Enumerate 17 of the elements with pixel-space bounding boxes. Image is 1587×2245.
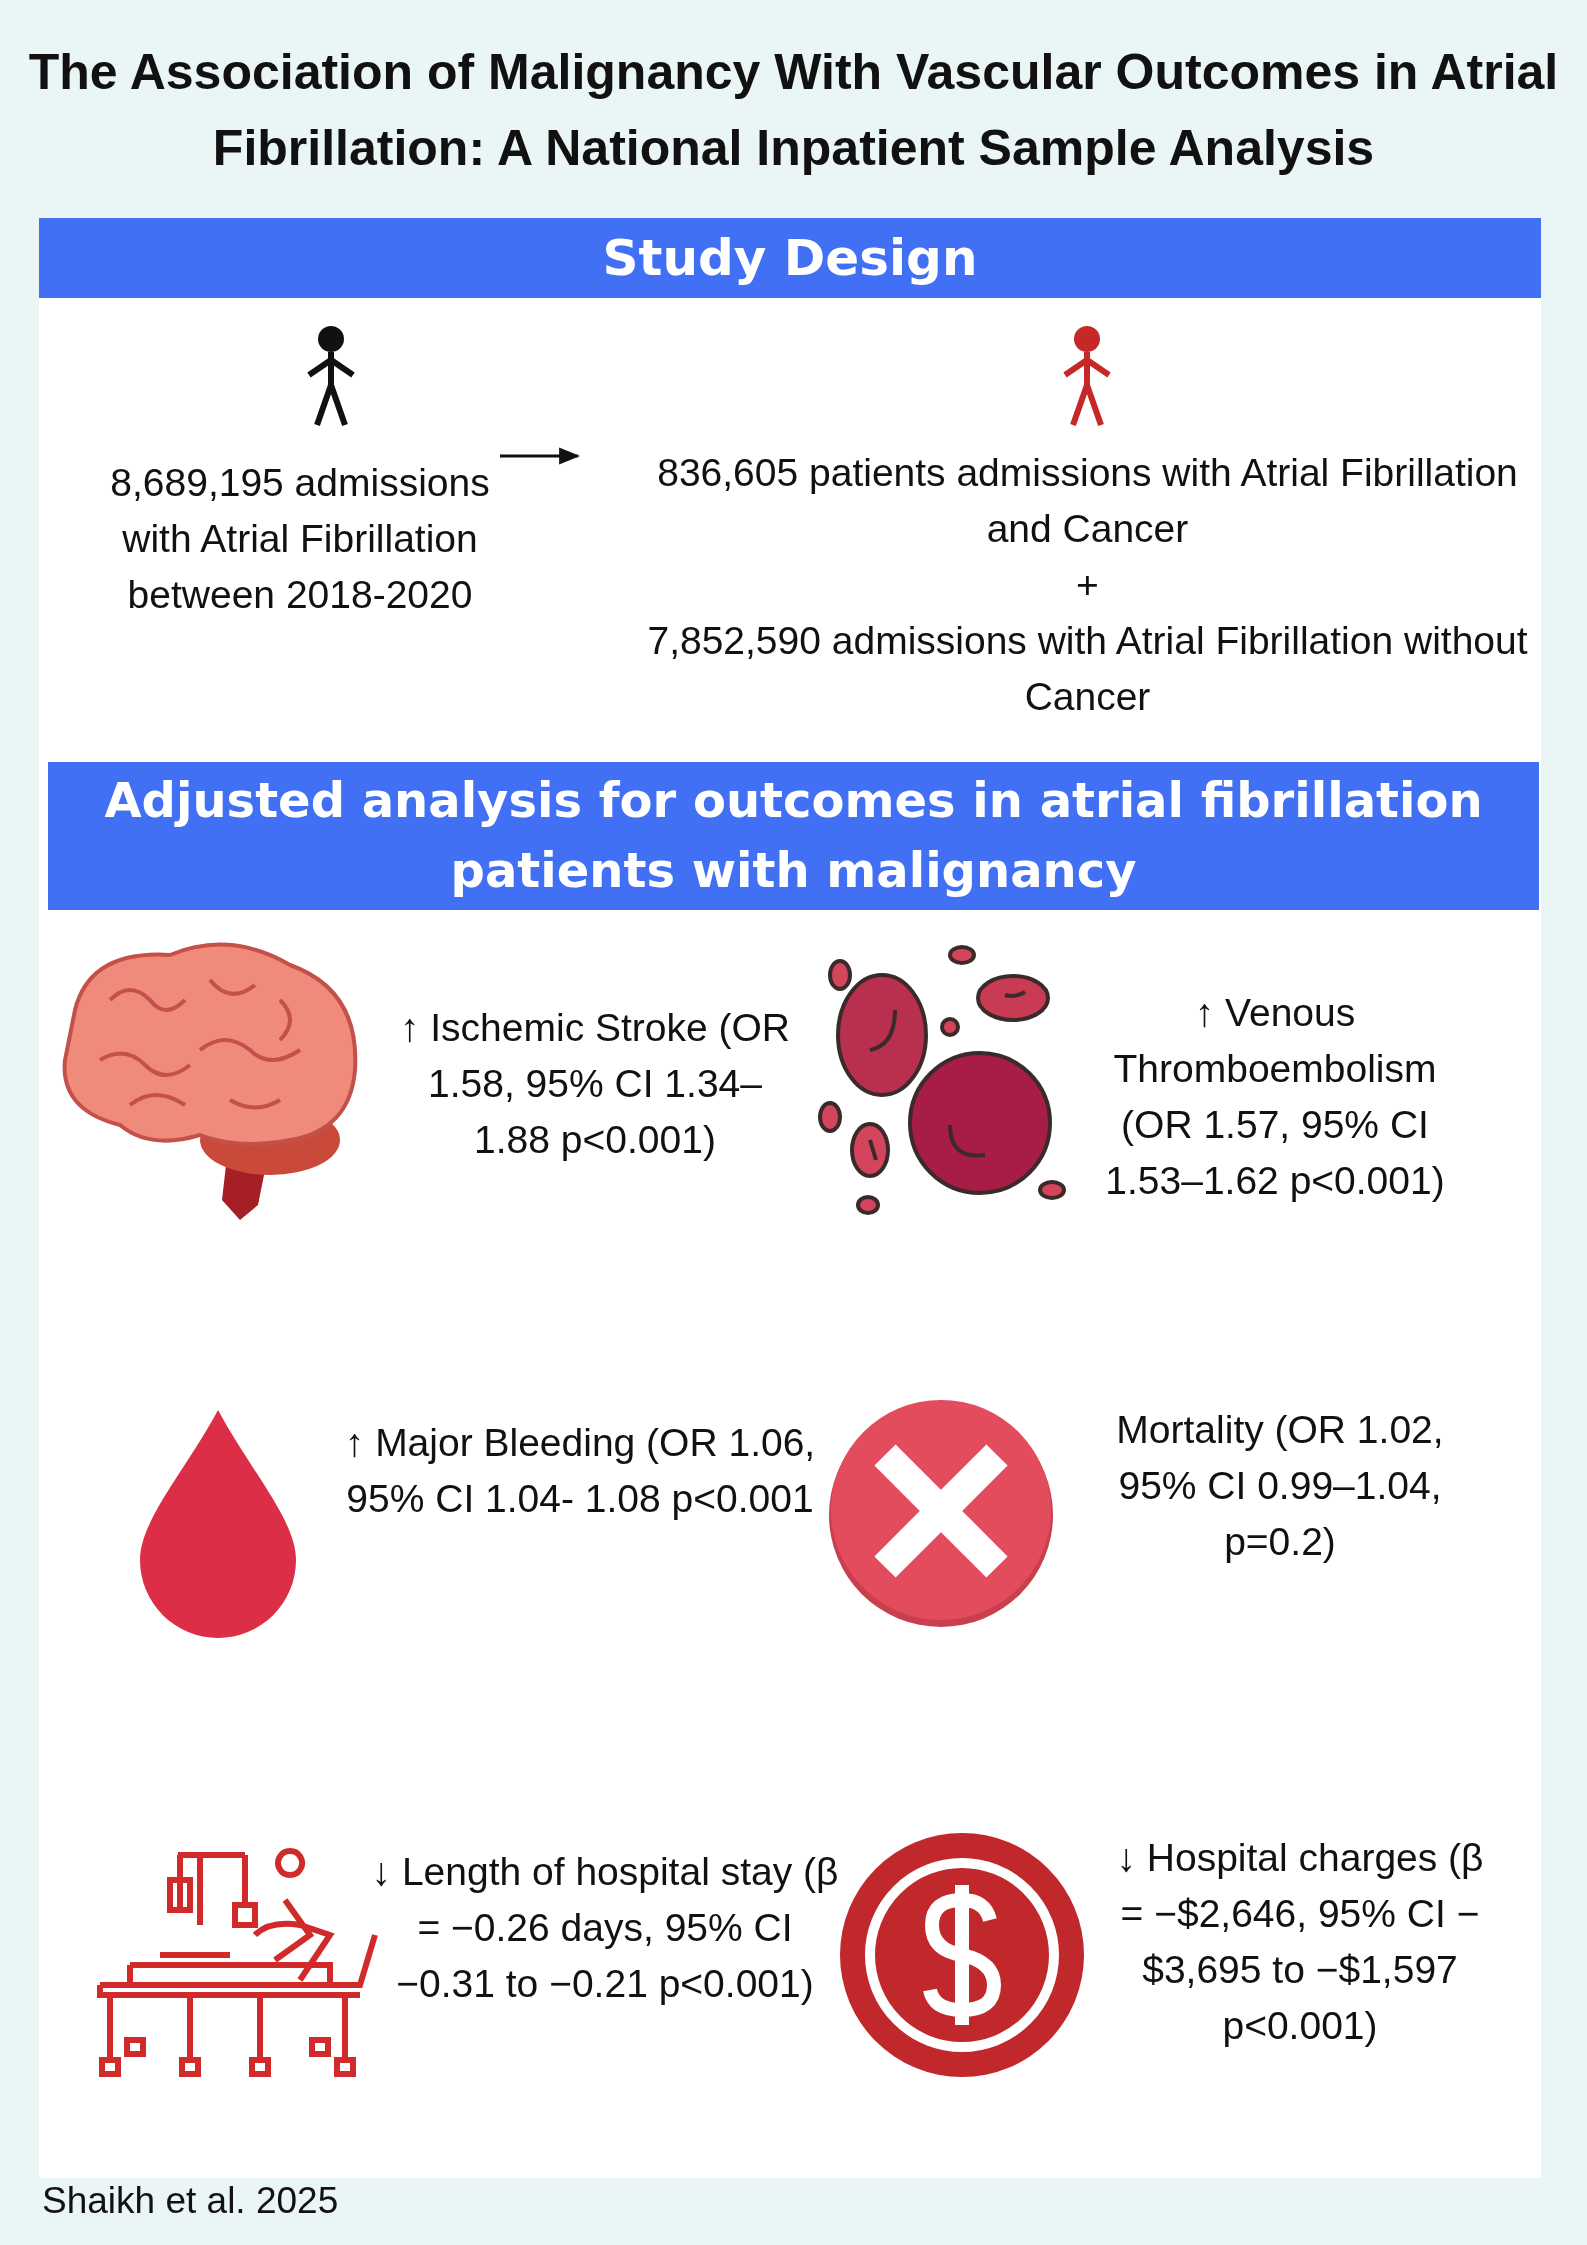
outcome-text: ↓ Length of hospital stay (β = −0.26 days, 95% CI −0.31 to −0.21 p<0.001) [370, 1849, 840, 2007]
cohort-text: 7,852,590 admissions with Atrial Fibrillation without Cancer [646, 618, 1529, 720]
outcome-text: ↑ Venous Thromboembolism (OR 1.57, 95% CI 1.53–1.62 p<0.001) [1104, 990, 1446, 1204]
outcome-text: ↑ Major Bleeding (OR 1.06, 95% CI 1.04- 1.08 p<0.001 [343, 1420, 817, 1522]
title: The Association of Malignancy With Vascular Outcomes in Atrial Fibrillation: A National Inpatient Sample Analysis [27, 43, 1560, 178]
section-heading: Study Design [602, 227, 978, 289]
section-banner [48, 762, 1539, 910]
outcome-text: ↑ Ischemic Stroke (OR 1.58, 95% CI 1.34–1.88 p<0.001) [398, 1005, 792, 1163]
cohort-text: 8,689,195 admissions with Atrial Fibrillation between 2018-2020 [109, 460, 491, 618]
plus-sign: + [1075, 562, 1100, 608]
citation: Shaikh et al. 2025 [42, 2180, 339, 2222]
arrow [500, 447, 581, 465]
section-heading: Adjusted analysis for outcomes in atrial fibrillation patients with malignancy [103, 771, 1484, 900]
outcome-text: ↓ Hospital charges (β = −$2,646, 95% CI −$3,695 to −$1,597 p<0.001) [1115, 1835, 1485, 2049]
cohort-text: 836,605 patients admissions with Atrial Fibrillation and Cancer [656, 450, 1519, 552]
section-banner [39, 218, 1541, 298]
outcome-text: Mortality (OR 1.02, 95% CI 0.99–1.04, p=0.2) [1115, 1407, 1445, 1565]
